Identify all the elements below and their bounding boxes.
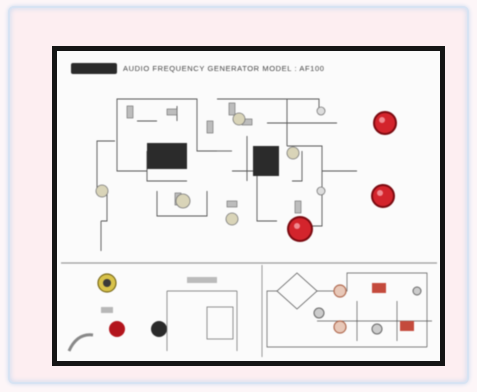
trimmer-1-icon — [232, 112, 246, 126]
trimmer-3-icon — [175, 193, 191, 209]
regulator-1-icon — [333, 284, 347, 298]
knobs — [287, 111, 397, 242]
outer-frame: AUDIO FREQUENCY GENERATOR MODEL : AF100 — [8, 6, 469, 384]
regulator-chip-1-icon — [372, 283, 386, 293]
power-socket-black-icon[interactable] — [151, 321, 167, 337]
trimmer-2-icon — [286, 146, 300, 160]
transformer-icon — [206, 306, 234, 340]
panel-title: AUDIO FREQUENCY GENERATOR MODEL : AF100 — [123, 63, 325, 73]
power-socket-red-icon[interactable] — [109, 321, 125, 337]
ic-chip-1 — [147, 143, 187, 169]
panel-header: AUDIO FREQUENCY GENERATOR MODEL : AF100 — [71, 61, 431, 75]
fine-frequency-knob[interactable] — [373, 186, 393, 206]
bridge-rectifier-icon — [276, 272, 318, 310]
regulator-2-icon — [333, 320, 347, 334]
schematic — [61, 98, 437, 357]
coarse-frequency-knob[interactable] — [375, 113, 395, 133]
trimmer-5-icon — [225, 212, 239, 226]
trainer-panel: AUDIO FREQUENCY GENERATOR MODEL : AF100 — [52, 46, 445, 366]
brand-logo — [71, 62, 117, 74]
trimmer-4-icon — [95, 184, 109, 198]
regulator-chip-2-icon — [400, 321, 414, 331]
ic-chip-2 — [253, 146, 279, 176]
amplitude-knob[interactable] — [289, 218, 311, 240]
